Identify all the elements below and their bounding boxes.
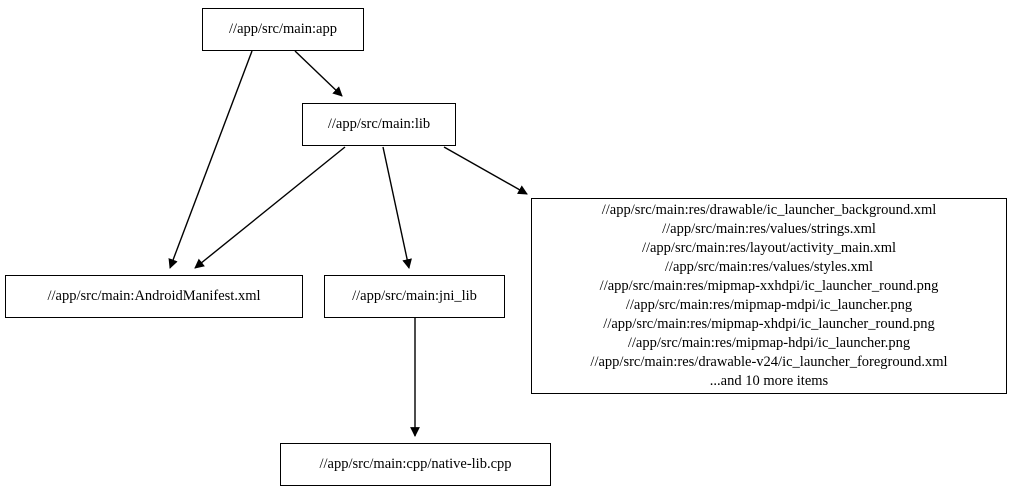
node-lib[interactable]: //app/src/main:lib bbox=[302, 103, 456, 146]
node-res-bundle-label: //app/src/main:res/drawable/ic_launcher_… bbox=[590, 202, 948, 389]
node-app[interactable]: //app/src/main:app bbox=[202, 8, 364, 51]
node-native-lib-cpp[interactable]: //app/src/main:cpp/native-lib.cpp bbox=[280, 443, 551, 486]
node-android-manifest-label: //app/src/main:AndroidManifest.xml bbox=[47, 288, 261, 304]
node-res-bundle[interactable]: //app/src/main:res/drawable/ic_launcher_… bbox=[531, 198, 1007, 394]
edge-app-to-manifest bbox=[168, 50, 253, 269]
node-jni-lib-label: //app/src/main:jni_lib bbox=[352, 288, 477, 304]
node-jni-lib[interactable]: //app/src/main:jni_lib bbox=[324, 275, 505, 318]
node-android-manifest[interactable]: //app/src/main:AndroidManifest.xml bbox=[5, 275, 303, 318]
node-lib-label: //app/src/main:lib bbox=[327, 116, 431, 132]
edge-lib-to-res-bundle bbox=[443, 146, 528, 195]
edge-app-to-lib bbox=[294, 50, 343, 97]
node-native-lib-cpp-label: //app/src/main:cpp/native-lib.cpp bbox=[319, 456, 512, 472]
edge-lib-to-manifest bbox=[194, 146, 346, 269]
edge-lib-to-jni-lib bbox=[382, 146, 412, 269]
node-app-label: //app/src/main:app bbox=[229, 21, 337, 37]
